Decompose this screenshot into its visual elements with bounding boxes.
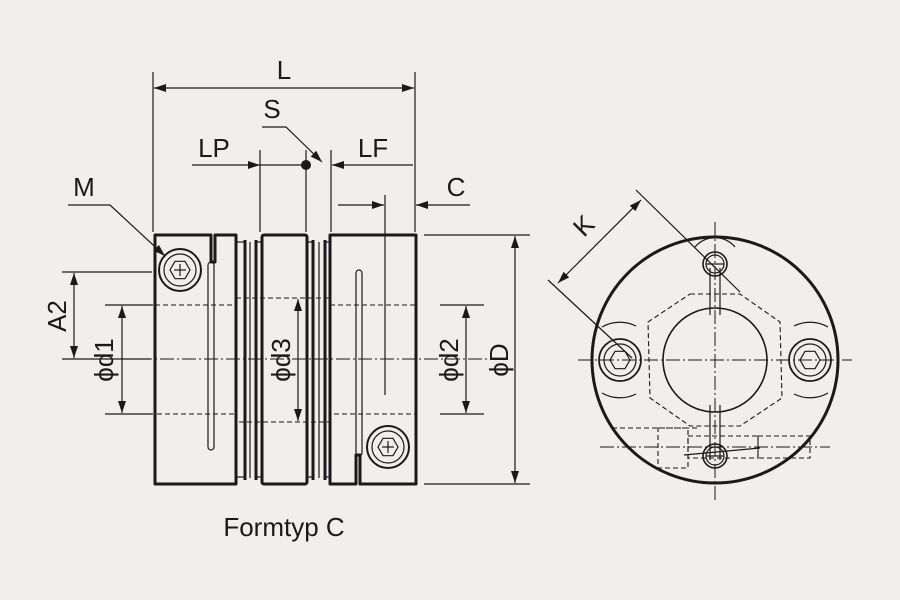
label-LP: LP — [198, 133, 230, 163]
dimension-lines — [68, 84, 519, 483]
bore-d1-hidden — [154, 304, 237, 415]
s-point-marker — [301, 160, 311, 170]
label-A2: A2 — [42, 300, 72, 332]
clamp-screw-top-icon — [158, 248, 202, 292]
k-dimension — [547, 189, 741, 359]
label-S: S — [263, 94, 280, 124]
label-K: K — [567, 208, 601, 242]
front-slot-bottom — [709, 405, 721, 460]
label-M: M — [73, 172, 95, 202]
slit-right — [355, 269, 363, 457]
caption: Formtyp C — [223, 512, 344, 542]
label-d2: ϕd2 — [434, 338, 464, 381]
side-view — [62, 72, 530, 486]
front-slot-top — [709, 268, 721, 315]
hub-left — [153, 233, 238, 486]
label-C: C — [447, 172, 466, 202]
disc-pack-right — [306, 240, 331, 480]
bore-d3-hidden — [235, 297, 331, 423]
label-L: L — [277, 55, 291, 85]
bore-octagon-hidden — [647, 293, 783, 427]
slit-left — [207, 261, 215, 451]
label-D: ϕD — [484, 343, 514, 376]
labels: L S LP LF C M A2 ϕd1 ϕd3 ϕd2 ϕD K Formty… — [42, 55, 601, 542]
label-LF: LF — [358, 133, 388, 163]
label-d1: ϕd1 — [89, 338, 119, 381]
clamp-screw-bottom-icon — [366, 425, 410, 469]
front-view — [547, 189, 852, 500]
disc-pack-left — [235, 240, 263, 480]
extension-lines — [62, 72, 530, 485]
label-d3: ϕd3 — [266, 338, 296, 381]
